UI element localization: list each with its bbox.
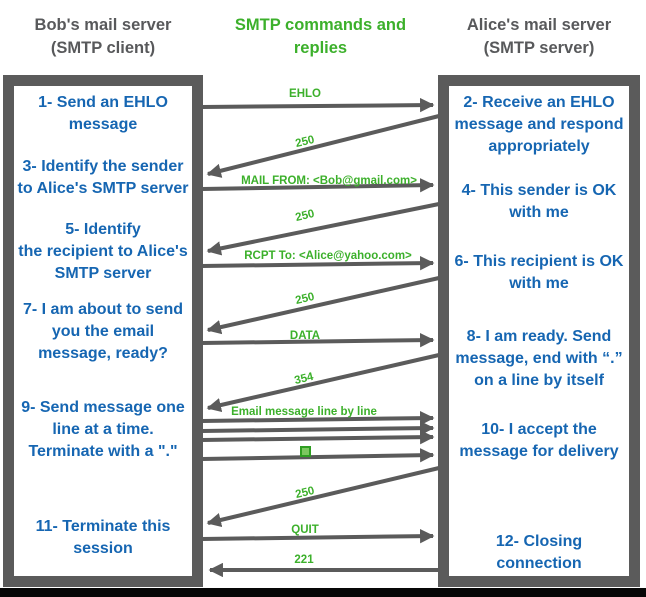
client-step-7: 7- I am about to send you the email mess… — [22, 301, 183, 362]
server-step-10: 10- I accept the message for delivery — [459, 421, 619, 460]
arrow-data — [201, 332, 435, 348]
client-step-9: 9- Send message one line at a time. Term… — [21, 399, 185, 460]
arrow-reply-354 — [206, 353, 440, 413]
terminating-dot-icon — [300, 446, 311, 457]
client-step-11: 11- Terminate this session — [35, 518, 171, 557]
arrow-reply-250-3 — [206, 276, 440, 335]
server-column-header: Alice's mail server (SMTP server) — [466, 16, 612, 57]
arrow-reply-250-4 — [206, 466, 440, 528]
arrow-dot-line — [201, 448, 435, 463]
arrow-quit — [201, 528, 435, 544]
arrow-email-line-3 — [201, 429, 435, 445]
server-step-8: 8- I am ready. Send message, end with “.… — [455, 328, 623, 389]
label-reply-221: 221 — [294, 554, 314, 566]
client-step-3: 3- Identify the sender to Alice's SMTP s… — [17, 158, 189, 197]
label-data: DATA — [289, 330, 321, 342]
bottom-bar — [0, 588, 646, 597]
label-rcpt-to: RCPT To: <Alice@yahoo.com> — [244, 250, 412, 262]
server-step-2: 2- Receive an EHLO message and respond a… — [454, 94, 624, 155]
arrow-email-line-1 — [201, 410, 435, 426]
arrow-email-line-2 — [201, 420, 435, 436]
arrow-rcpt-to — [201, 255, 435, 271]
label-mail-from: MAIL FROM: <Bob@gmail.com> — [241, 175, 417, 187]
arrow-ehlo — [201, 97, 435, 113]
arrow-reply-250-2 — [206, 202, 440, 256]
client-step-5: 5- Identify the recipient to Alice's SMT… — [18, 221, 188, 282]
server-step-6: 6- This recipient is OK with me — [454, 253, 624, 292]
server-box — [438, 75, 640, 587]
arrow-reply-250-1 — [206, 114, 440, 178]
server-step-12: 12- Closing connection — [495, 533, 583, 572]
server-step-4: 4- This sender is OK with me — [461, 182, 617, 221]
label-email-lines: Email message line by line — [231, 406, 377, 418]
client-box — [3, 75, 203, 587]
label-ehlo: EHLO — [289, 88, 321, 100]
label-quit: QUIT — [291, 524, 319, 536]
commands-column-header: SMTP commands and replies — [234, 16, 407, 57]
arrow-mail-from — [201, 178, 435, 193]
client-step-1: 1- Send an EHLO message — [38, 94, 168, 133]
client-column-header: Bob's mail server (SMTP client) — [34, 16, 172, 57]
